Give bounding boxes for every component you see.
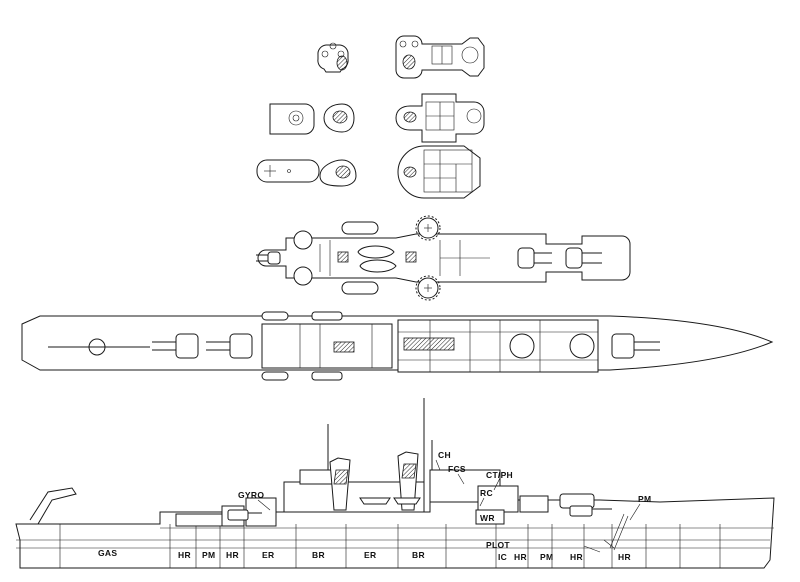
label-fcs: FCS [448, 464, 466, 474]
director-plan-small [323, 103, 355, 133]
turret-plan-small [269, 103, 315, 135]
label-rc: RC [480, 488, 493, 498]
bridge-plan-level-3 [397, 145, 481, 199]
frame-lines [59, 524, 721, 568]
label-wr: WR [480, 513, 495, 523]
label-ic: IC [498, 552, 507, 562]
level-plan-row-1 [317, 35, 485, 79]
label-pm-upper: PM [638, 494, 651, 504]
label-pm-1: PM [202, 550, 215, 560]
label-br-2: BR [412, 550, 425, 560]
searchlight-platform-plan [256, 159, 320, 183]
label-er-2: ER [364, 550, 376, 560]
main-deck-plan [21, 311, 774, 381]
label-hr-1: HR [178, 550, 191, 560]
label-pm-2: PM [540, 552, 553, 562]
director-plan-row-3 [319, 159, 357, 187]
label-hr-5: HR [618, 552, 631, 562]
trefoil-plan-left [317, 42, 349, 73]
profile-elevation [15, 398, 775, 569]
bridge-plan-level-2 [395, 93, 485, 143]
label-gyro: GYRO [238, 490, 264, 500]
label-plot: PLOT [486, 540, 510, 550]
compartment-labels: GYRO CH FCS CT/PH RC WR PM GAS HR PM HR … [98, 450, 651, 562]
level-plan-row-2 [269, 93, 485, 143]
level-plan-row-3 [256, 145, 481, 199]
label-er-1: ER [262, 550, 274, 560]
label-ct-ph: CT/PH [486, 470, 513, 480]
label-hr-2: HR [226, 550, 239, 560]
label-hr-4: HR [570, 552, 583, 562]
label-br-1: BR [312, 550, 325, 560]
label-hr-3: HR [514, 552, 527, 562]
superstructure-plan [256, 215, 631, 301]
label-ch: CH [438, 450, 451, 460]
bridge-plan-level-1 [395, 35, 485, 79]
label-gas: GAS [98, 548, 117, 558]
